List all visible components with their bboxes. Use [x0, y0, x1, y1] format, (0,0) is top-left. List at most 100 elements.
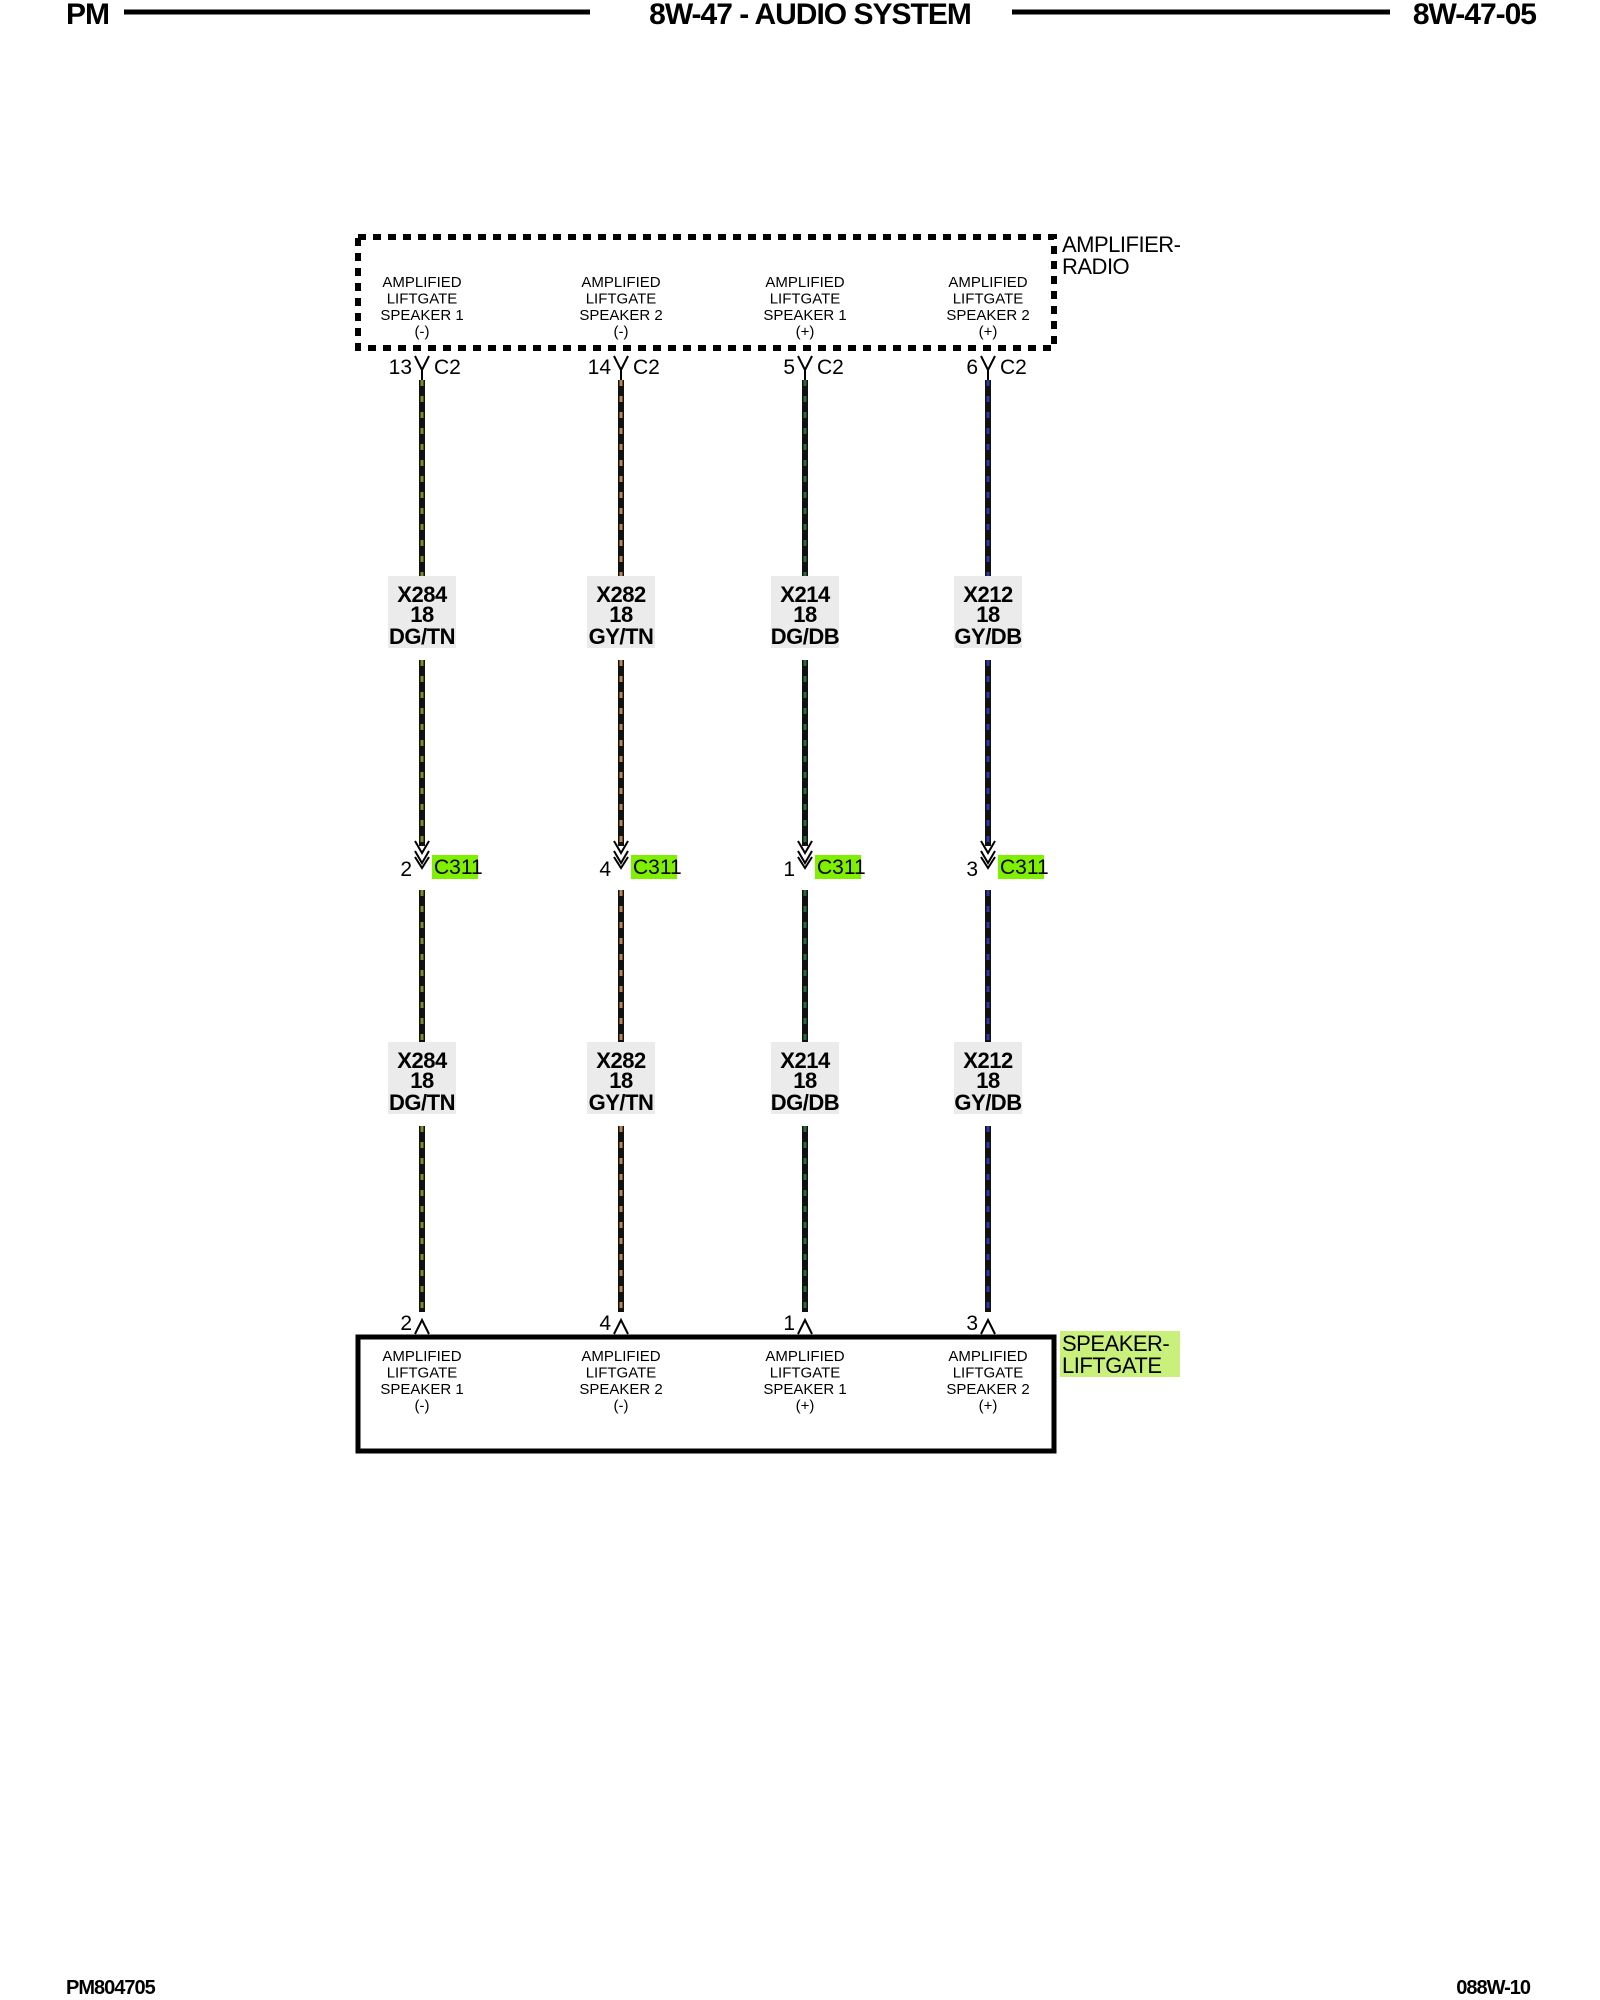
wire-color-3-2: DG/DB [771, 1090, 839, 1115]
bottom-connector-symbol-1 [414, 1317, 430, 1335]
amplifier-pin-label-1-3: SPEAKER 1 [380, 307, 463, 324]
wire-code-3-1: X214 [780, 582, 831, 607]
bottom-connector-symbol-3 [797, 1317, 813, 1335]
wire-color-4-2: GY/DB [954, 1090, 1021, 1115]
amplifier-pin-label-4-3: SPEAKER 2 [946, 307, 1029, 324]
top-pin-number-2: 14 [588, 356, 612, 379]
header-right: 8W-47-05 [1413, 0, 1536, 31]
inline-connector-id-1: C311 [434, 856, 483, 879]
inline-pin-number-3: 1 [783, 858, 795, 881]
inline-connector-id-3: C311 [817, 856, 866, 879]
wire-gauge-3-1: 18 [793, 602, 817, 627]
top-connector-id-2: C2 [633, 356, 660, 379]
inline-connector-male-4 [980, 840, 996, 865]
speaker-pin-label-1-4: (-) [415, 1398, 430, 1415]
wire-label-bg-2-1 [587, 576, 655, 648]
speaker-pin-label-2-3: SPEAKER 2 [579, 1381, 662, 1398]
speaker-liftgate-name-line1: SPEAKER- [1062, 1331, 1169, 1356]
speaker-liftgate-component: SPEAKER- LIFTGATE [355, 1331, 1180, 1454]
amplifier-pin-label-3-4: (+) [796, 324, 815, 341]
wire-label-bg-4-1 [954, 576, 1022, 648]
wire-label-bg-1-2 [388, 1042, 456, 1114]
wire-gauge-1-2: 18 [410, 1068, 434, 1093]
bottom-pin-number-2: 4 [599, 1312, 611, 1335]
wire-gauge-4-2: 18 [976, 1068, 1000, 1093]
speaker-pin-label-4-3: SPEAKER 2 [946, 1381, 1029, 1398]
inline-pin-number-4: 3 [966, 858, 978, 881]
inline-pin-number-2: 4 [599, 858, 611, 881]
footer-right: 088W-10 [1456, 1977, 1531, 1999]
speaker-pin-label-4-4: (+) [979, 1398, 998, 1415]
top-connector-symbol-1 [414, 355, 430, 373]
top-connector-symbol-3 [797, 355, 813, 373]
speaker-pin-label-3-2: LIFTGATE [770, 1365, 841, 1382]
page-title: 8W-47 - AUDIO SYSTEM [649, 0, 971, 31]
page-footer: PM804705 088W-10 [66, 1977, 1532, 1999]
speaker-pin-label-2-1: AMPLIFIED [581, 1348, 660, 1365]
amplifier-pin-label-3-1: AMPLIFIED [765, 274, 844, 291]
amplifier-pin-label-2-3: SPEAKER 2 [579, 307, 662, 324]
wire-label-bg-3-2 [771, 1042, 839, 1114]
bottom-connector-symbol-4 [980, 1317, 996, 1335]
amplifier-pin-label-1-4: (-) [415, 324, 430, 341]
top-pin-number-4: 6 [966, 356, 978, 379]
amplifier-pin-label-2-1: AMPLIFIED [581, 274, 660, 291]
wire-label-bg-3-1 [771, 576, 839, 648]
wire-color-1-1: DG/TN [389, 624, 455, 649]
amplifier-pin-label-2-4: (-) [614, 324, 629, 341]
wire-gauge-4-1: 18 [976, 602, 1000, 627]
amplifier-radio-name-line2: RADIO [1062, 254, 1130, 279]
amplifier-pin-label-3-3: SPEAKER 1 [763, 307, 846, 324]
amplifier-pin-label-4-4: (+) [979, 324, 998, 341]
inline-connector-male-3 [797, 840, 813, 865]
header-left: PM [66, 0, 109, 31]
speaker-liftgate-name-line2: LIFTGATE [1062, 1353, 1162, 1378]
wire-color-3-1: DG/DB [771, 624, 839, 649]
amplifier-pin-label-4-2: LIFTGATE [953, 291, 1024, 308]
amplifier-radio-box [355, 234, 1057, 351]
inline-connector-female-3 [797, 856, 813, 870]
wire-color-1-2: DG/TN [389, 1090, 455, 1115]
amplifier-radio-component: AMPLIFIER- RADIO [355, 232, 1181, 351]
amplifier-pin-label-3-2: LIFTGATE [770, 291, 841, 308]
page-header: PM 8W-47 - AUDIO SYSTEM 8W-47-05 [66, 0, 1537, 31]
wire-code-1-1: X284 [397, 582, 448, 607]
wire-label-bg-2-2 [587, 1042, 655, 1114]
inline-connector-female-4 [980, 856, 996, 870]
amplifier-pin-label-1-2: LIFTGATE [387, 291, 458, 308]
amplifier-pin-label-1-1: AMPLIFIED [382, 274, 461, 291]
speaker-pin-label-2-2: LIFTGATE [586, 1365, 657, 1382]
inline-connector-female-1 [414, 856, 430, 870]
wire-code-1-2: X284 [397, 1048, 448, 1073]
amplifier-pin-label-4-1: AMPLIFIED [948, 274, 1027, 291]
footer-left: PM804705 [66, 1977, 156, 1999]
wire-label-bg-1-1 [388, 576, 456, 648]
top-pin-number-1: 13 [389, 356, 412, 379]
inline-pin-number-1: 2 [400, 858, 412, 881]
bottom-pin-number-4: 3 [966, 1312, 978, 1335]
wire-code-2-2: X282 [596, 1048, 646, 1073]
wire-color-2-1: GY/TN [589, 624, 654, 649]
inline-connector-highlight-1 [432, 855, 478, 879]
wire-code-2-1: X282 [596, 582, 646, 607]
wire-color-4-1: GY/DB [954, 624, 1021, 649]
speaker-pin-label-3-3: SPEAKER 1 [763, 1381, 846, 1398]
top-connector-id-4: C2 [1000, 356, 1027, 379]
speaker-pin-label-3-4: (+) [796, 1398, 815, 1415]
amplifier-radio-name-line1: AMPLIFIER- [1062, 232, 1181, 257]
inline-connector-highlight-4 [998, 855, 1044, 879]
top-connector-symbol-2 [613, 355, 629, 373]
wire-label-bg-4-2 [954, 1042, 1022, 1114]
wire-code-4-1: X212 [963, 582, 1013, 607]
inline-connector-female-2 [613, 856, 629, 870]
bottom-connector-symbol-2 [613, 1317, 629, 1335]
speaker-pin-label-1-1: AMPLIFIED [382, 1348, 461, 1365]
wire-gauge-3-2: 18 [793, 1068, 817, 1093]
speaker-pin-label-3-1: AMPLIFIED [765, 1348, 844, 1365]
speaker-pin-label-1-2: LIFTGATE [387, 1365, 458, 1382]
